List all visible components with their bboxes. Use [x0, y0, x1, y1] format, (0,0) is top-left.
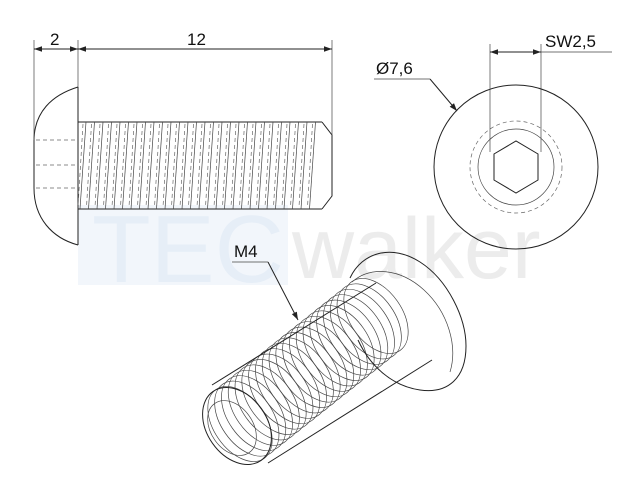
thread-leader-line — [267, 261, 299, 321]
socket-outer-circle-hidden — [469, 120, 563, 214]
thread-lines — [77, 121, 316, 210]
thread-line — [300, 121, 308, 210]
thread-root-line — [307, 123, 313, 208]
thread-root-line — [111, 123, 118, 208]
thread-root-line — [247, 123, 254, 208]
thread-root-line — [290, 123, 296, 208]
isometric-thread-outline-top — [211, 282, 377, 386]
thread-line — [292, 121, 299, 210]
thread-line — [139, 121, 146, 210]
isometric-thread-ring — [329, 288, 395, 365]
thread-line — [173, 121, 180, 210]
isometric-screw-head — [349, 251, 467, 392]
diameter-leader-line — [429, 78, 458, 112]
screw-isometric-view: M4 — [202, 242, 467, 465]
thread-line — [147, 121, 155, 210]
thread-line — [79, 121, 87, 210]
thread-line — [249, 121, 257, 210]
thread-line — [198, 121, 206, 210]
hex-socket — [493, 140, 539, 194]
thread-root-line — [94, 123, 101, 208]
thread-root-line — [86, 123, 92, 208]
thread-line — [181, 121, 189, 210]
isometric-thread-ring — [336, 283, 402, 360]
dimension-thread-size-label: M4 — [234, 242, 258, 261]
thread-line — [164, 121, 172, 210]
thread-root-line — [222, 123, 228, 208]
thread-root-line — [264, 123, 271, 208]
watermark: TEC walker — [78, 196, 541, 303]
thread-line — [113, 121, 121, 210]
thread-root-line — [77, 123, 84, 208]
dimension-thread-length-label: 12 — [187, 30, 206, 49]
thread-root-line — [188, 123, 194, 208]
thread-line — [156, 121, 163, 210]
thread-root-line — [256, 123, 262, 208]
isometric-thread-ring — [316, 299, 382, 376]
dimension-thread-length: 12 — [78, 30, 333, 135]
screw-head-profile — [33, 86, 79, 246]
screw-tip-chamfer — [321, 121, 333, 210]
socket-inner-circle — [477, 128, 555, 206]
thread-line — [190, 121, 197, 210]
thread-line — [130, 121, 138, 210]
thread-line — [241, 121, 248, 210]
thread-root-line — [120, 123, 126, 208]
thread-line — [207, 121, 214, 210]
thread-root-line — [103, 123, 109, 208]
isometric-thread-ring — [323, 294, 389, 371]
dimension-head-height-label: 2 — [50, 30, 59, 49]
thread-line — [309, 121, 316, 210]
thread-line — [266, 121, 274, 210]
thread-root-line — [154, 123, 160, 208]
dimension-head-diameter-label: Ø7,6 — [376, 59, 413, 78]
isometric-thread-ring — [343, 278, 409, 354]
watermark-tec-text: TEC — [92, 196, 284, 303]
head-outer-circle — [433, 84, 599, 250]
thread-line — [215, 121, 223, 210]
thread-root-line — [239, 123, 245, 208]
watermark-tec-background — [78, 205, 288, 285]
thread-line — [224, 121, 231, 210]
thread-root-line — [171, 123, 177, 208]
thread-root-line — [128, 123, 135, 208]
thread-root-line — [230, 123, 237, 208]
thread-root-line — [213, 123, 220, 208]
thread-line — [232, 121, 240, 210]
isometric-screw-tip-face — [207, 400, 257, 456]
thread-line — [258, 121, 265, 210]
isometric-head-rim — [351, 271, 454, 373]
screw-side-view — [33, 86, 333, 246]
thread-root-line — [179, 123, 186, 208]
thread-line — [122, 121, 129, 210]
screw-end-view: SW2,5 Ø7,6 — [374, 32, 612, 250]
dimension-socket-size-label: SW2,5 — [545, 32, 596, 51]
thread-root-line — [273, 123, 279, 208]
isometric-thread-rings — [207, 278, 409, 462]
isometric-screw-tip — [202, 387, 272, 465]
dimension-head-height: 2 — [33, 30, 79, 140]
thread-line — [275, 121, 282, 210]
thread-root-line — [196, 123, 203, 208]
thread-line — [283, 121, 291, 210]
thread-root-line — [137, 123, 143, 208]
thread-root-line — [281, 123, 288, 208]
thread-line — [105, 121, 112, 210]
thread-root-line — [298, 123, 305, 208]
isometric-thread-ring — [309, 305, 375, 381]
thread-line — [96, 121, 104, 210]
watermark-walker-text: walker — [291, 201, 541, 297]
thread-line — [88, 121, 95, 210]
thread-root-line — [145, 123, 152, 208]
isometric-thread-outline-bottom — [267, 359, 433, 464]
thread-root-line — [205, 123, 211, 208]
thread-root-line — [162, 123, 169, 208]
